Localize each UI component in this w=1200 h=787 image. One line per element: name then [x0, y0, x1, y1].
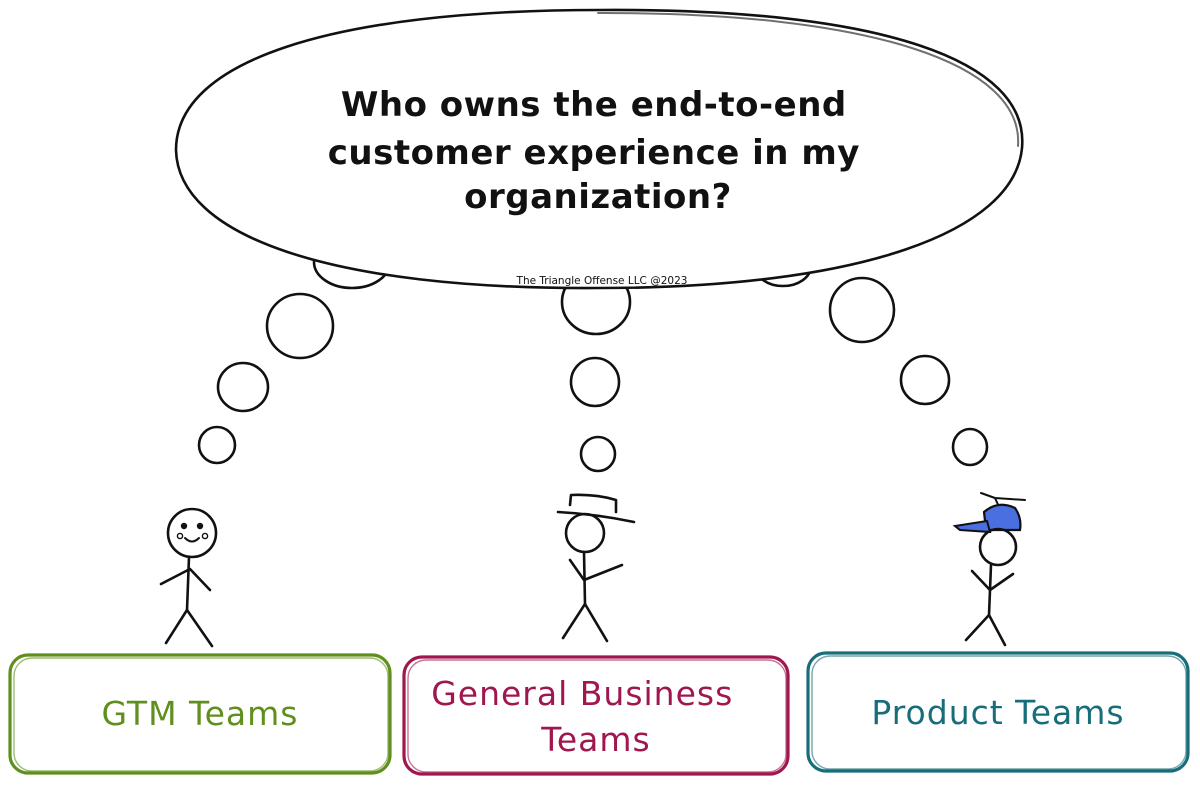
- stick-figure-with-propeller-cap: [952, 492, 1026, 647]
- team-box-product: Product Teams: [806, 651, 1190, 773]
- thought-bubble: [216, 361, 270, 413]
- thought-bubble: [899, 354, 951, 406]
- team-box-gtm: GTM Teams: [8, 653, 392, 775]
- thought-trail-center: [569, 356, 621, 473]
- team-label-general-business: General Business Teams: [431, 674, 745, 759]
- thought-bubble: [951, 427, 989, 467]
- team-label-product: Product Teams: [871, 693, 1124, 732]
- question-line-3: organization?: [464, 177, 732, 217]
- thought-bubble: [569, 356, 621, 408]
- copyright-credit: The Triangle Offense LLC @2023: [516, 275, 688, 287]
- thought-trail-left: [197, 292, 335, 465]
- thought-trail-right: [828, 276, 989, 467]
- question-line-2: customer experience in my: [328, 133, 860, 173]
- propeller-cap: [982, 503, 1022, 532]
- thought-bubble: [579, 435, 617, 473]
- smiling-stick-figure: [159, 507, 218, 648]
- thought-question: Who owns the end-to-end customer experie…: [328, 85, 873, 217]
- thought-bubble: [828, 276, 896, 344]
- question-line-1: Who owns the end-to-end: [341, 85, 847, 125]
- team-label-gtm: GTM Teams: [102, 694, 299, 733]
- team-box-general-business: General Business Teams: [402, 655, 790, 776]
- thought-cloud: [174, 8, 1024, 290]
- thought-bubble: [197, 425, 237, 465]
- thought-bubble: [265, 292, 335, 360]
- stick-figure-with-fedora: [556, 493, 636, 643]
